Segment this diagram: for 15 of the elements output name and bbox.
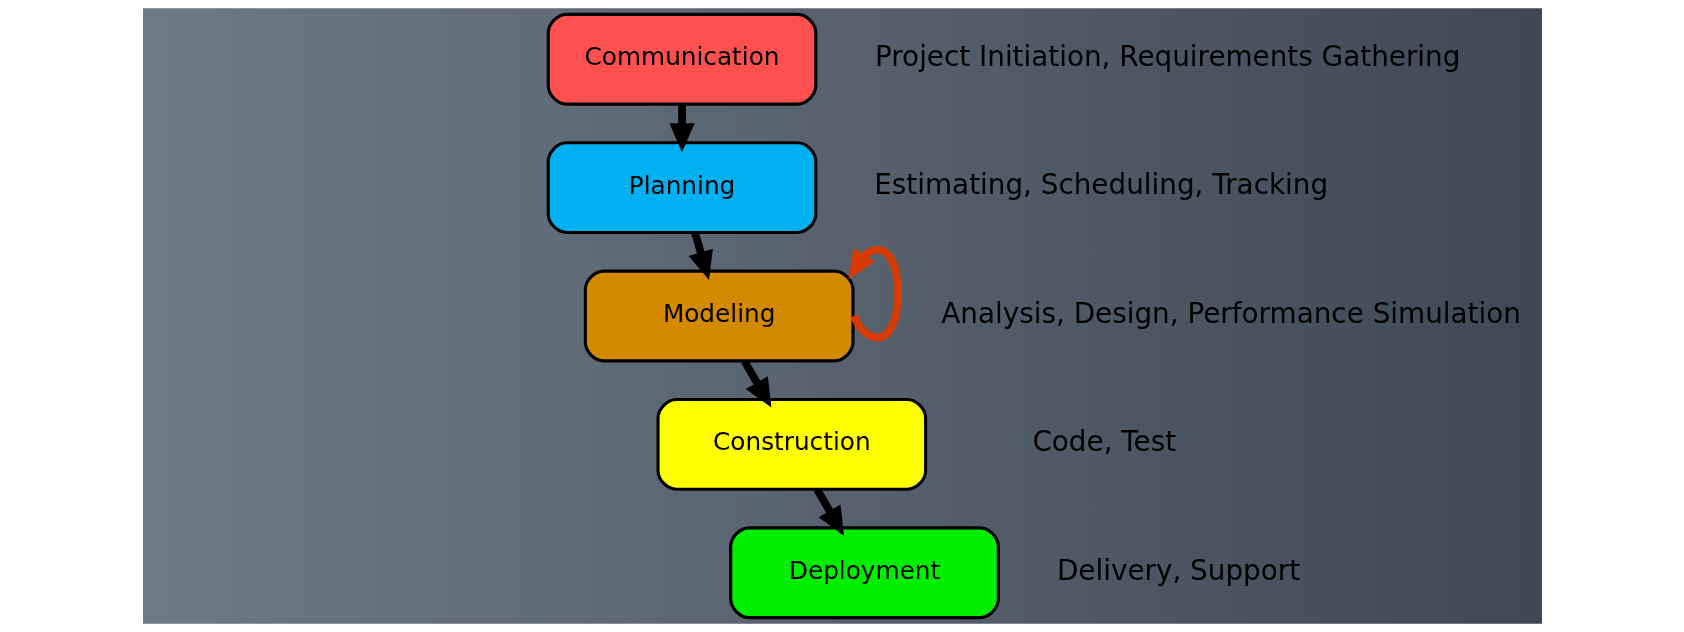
node-box: Modeling	[583, 269, 854, 363]
node-box: Communication	[546, 12, 817, 106]
node-box: Planning	[546, 141, 817, 235]
node-label: Project Initiation, Requirements Gathering	[874, 40, 1460, 74]
arrow	[848, 245, 902, 342]
node-box: Deployment	[728, 526, 1000, 620]
node-label: Estimating, Scheduling, Tracking	[873, 168, 1328, 202]
arrow	[813, 487, 844, 536]
node-label: Code, Test	[1031, 425, 1176, 459]
node-label: Analysis, Design, Performance Simulation	[940, 296, 1521, 330]
node-label: Delivery, Support	[1056, 553, 1300, 587]
node-box: Construction	[656, 397, 927, 491]
arrow	[740, 359, 771, 408]
arrow	[668, 104, 695, 153]
arrow	[688, 231, 713, 281]
